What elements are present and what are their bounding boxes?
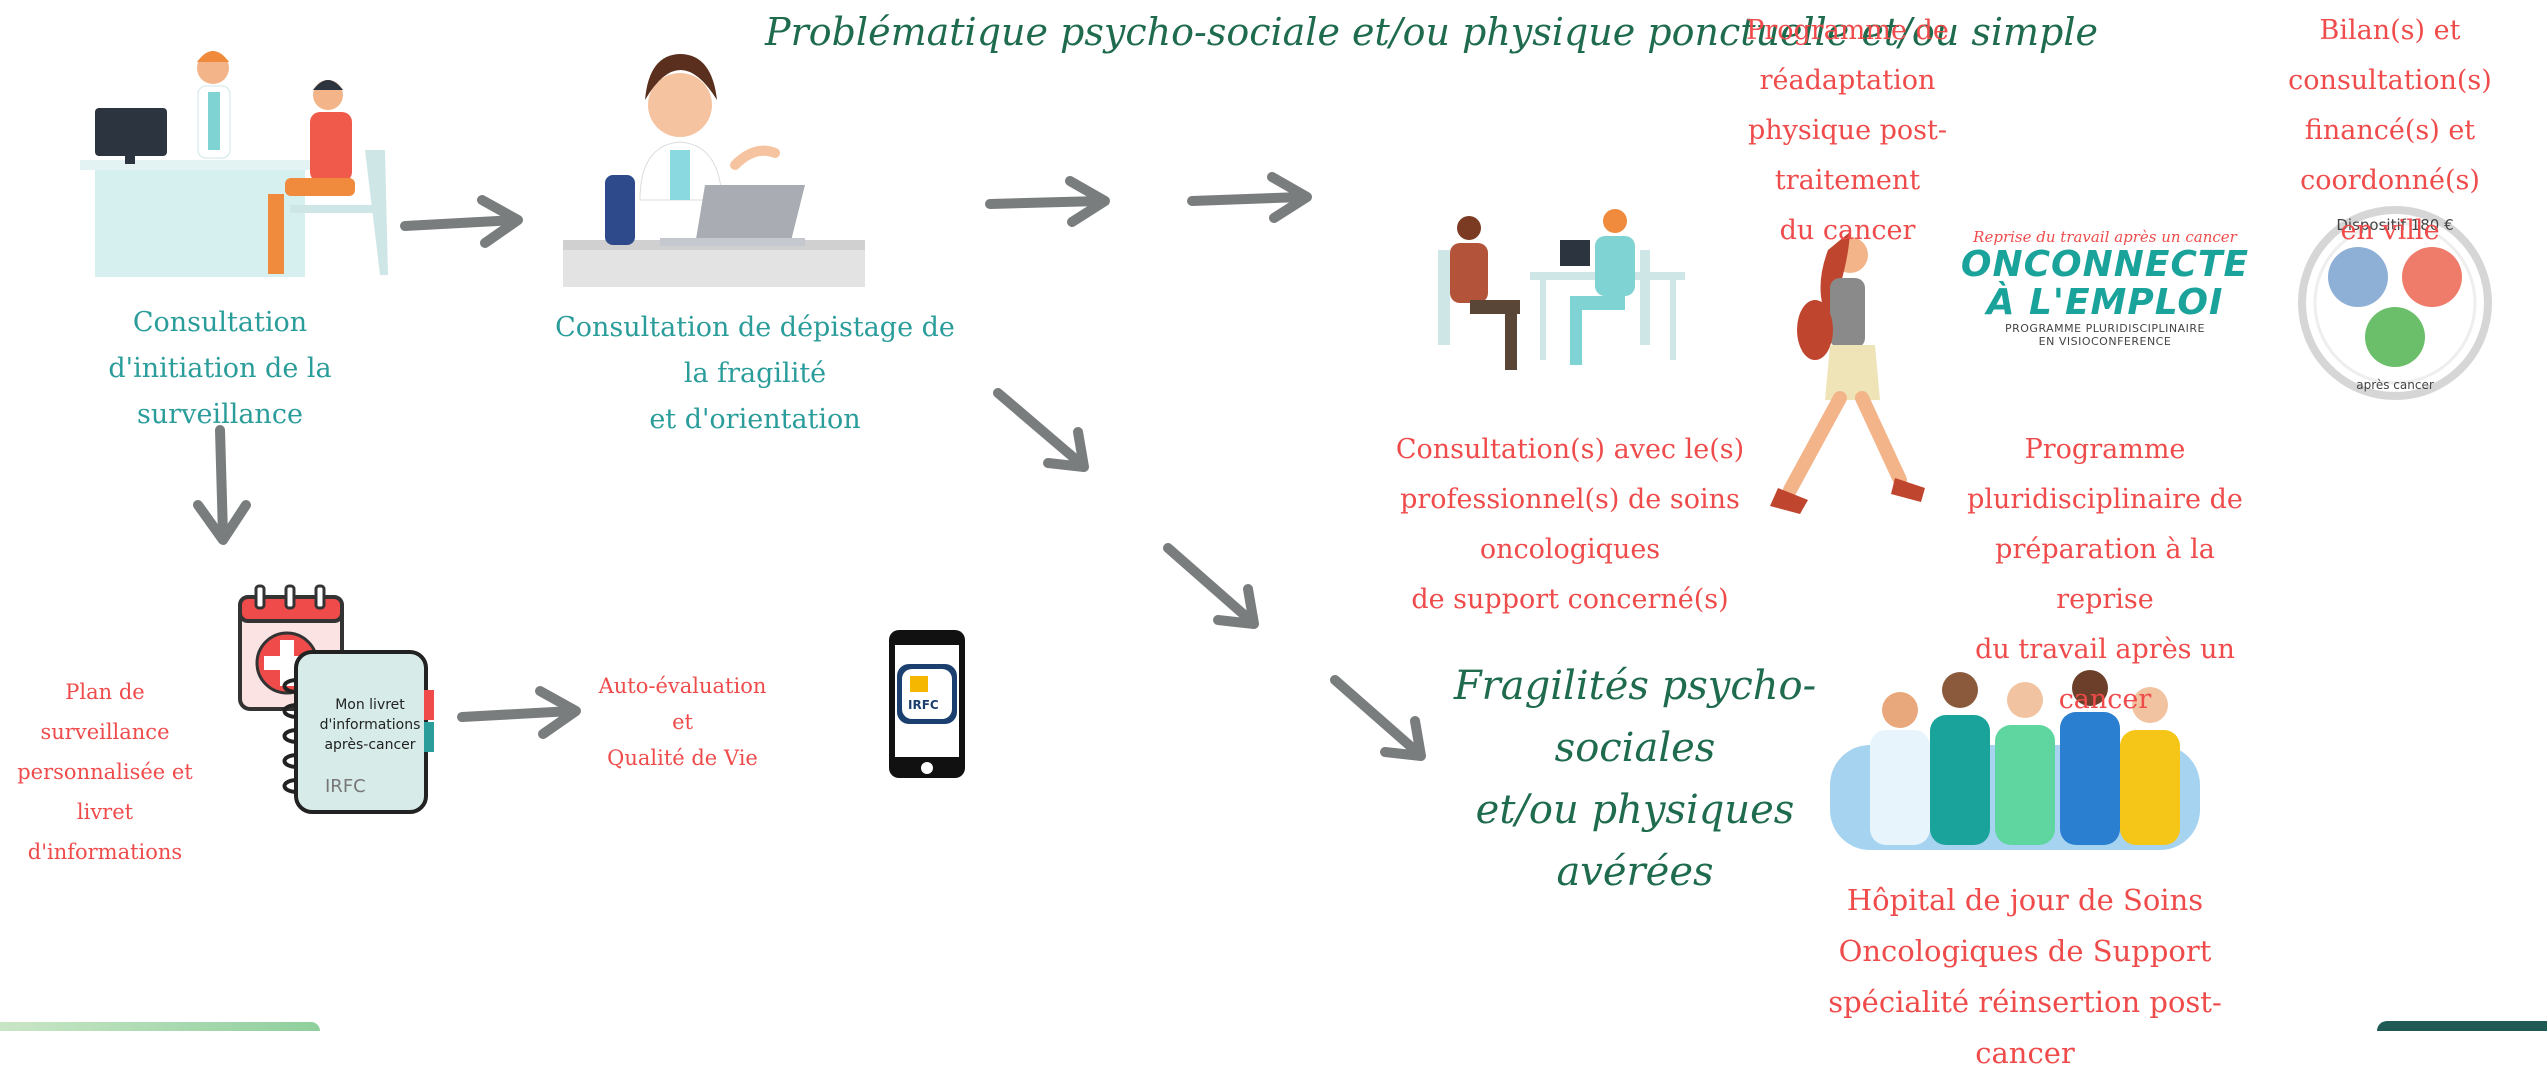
arrow-right-4 (457, 686, 581, 739)
consultation-depistage-label: Consultation de dépistage de la fragilit… (555, 312, 955, 435)
badge-bottom-text: après cancer (2356, 378, 2434, 392)
arrow-diagonal-3 (1330, 675, 1426, 761)
arrow-right-2 (985, 176, 1110, 227)
badge-top-text: Dispositif 180 € (2336, 216, 2453, 234)
bottom-band-left (0, 1022, 320, 1031)
walking-woman-illustration (1770, 232, 1925, 514)
onconnecte-line2: À L'EMPLOI (1986, 282, 2224, 323)
arrow-right-1 (400, 195, 523, 248)
onconnecte-line1: ONCONNECTE (1960, 244, 2250, 285)
booklet-icon (282, 650, 434, 814)
calendar-icon (238, 584, 344, 711)
medical-team-illustration (1830, 670, 2200, 850)
consultation-professionnels-label: Consultation(s) avec le(s)professionnel(… (1395, 434, 1745, 615)
onconnecte-sub1: PROGRAMME PLURIDISCIPLINAIRE (2005, 322, 2205, 335)
arrow-diagonal-1 (993, 388, 1089, 472)
arrow-down (193, 425, 251, 545)
doctor-laptop-illustration (563, 54, 865, 287)
doctor-patient-desk-illustration (80, 51, 388, 277)
patient-doctor-table-illustration (1438, 209, 1685, 370)
arrow-diagonal-2 (1163, 543, 1259, 629)
onconnecte-tagline: Reprise du travail après un cancer (1973, 228, 2237, 246)
phone-app-brand: IRFC (908, 698, 939, 712)
dispositif-180-badge (2298, 206, 2492, 400)
smartphone-icon (889, 630, 965, 778)
bilans-label: Bilan(s) et consultation(s)financé(s) et… (2288, 15, 2492, 246)
diagram-title: Problématique psycho-sociale et/ou physi… (765, 10, 2099, 54)
illustrations-layer: Dispositif 180 € après cancer (80, 51, 2492, 850)
onconnecte-logo: Reprise du travail après un cancer ONCON… (1955, 228, 2255, 348)
onconnecte-sub2: EN VISIOCONFERENCE (2038, 335, 2172, 348)
booklet-brand: IRFC (325, 776, 366, 797)
bottom-band-right (2377, 1021, 2547, 1031)
arrow-right-3 (1187, 172, 1312, 223)
